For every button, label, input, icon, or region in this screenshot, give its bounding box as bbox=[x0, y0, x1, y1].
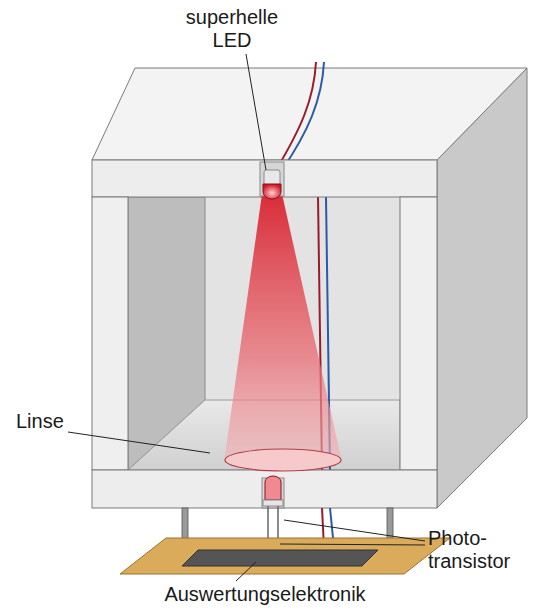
part-label: Photo- transistor bbox=[428, 527, 538, 573]
leader-line bbox=[280, 544, 425, 545]
part-label: Linse bbox=[16, 410, 86, 433]
front-column bbox=[92, 197, 128, 470]
part-label: superhelle LED bbox=[172, 6, 292, 52]
lens bbox=[225, 449, 341, 471]
leader-line bbox=[236, 562, 256, 581]
transistor-collar bbox=[263, 500, 283, 506]
wire-blue bbox=[282, 62, 324, 170]
circuit-board bbox=[120, 538, 450, 574]
leader-line bbox=[246, 54, 266, 170]
leader-line bbox=[284, 520, 425, 541]
phototransistor-symbol bbox=[265, 476, 281, 500]
leader-line bbox=[68, 432, 210, 453]
support-post bbox=[387, 508, 393, 542]
part-label: Auswertungselektronik bbox=[100, 583, 430, 606]
led-symbol bbox=[263, 184, 281, 199]
electronics-chip bbox=[182, 550, 378, 566]
front-column bbox=[400, 197, 437, 470]
top-face bbox=[92, 68, 527, 160]
bottom-block bbox=[92, 470, 437, 508]
light-cone bbox=[224, 194, 342, 462]
wire-red bbox=[276, 62, 316, 170]
